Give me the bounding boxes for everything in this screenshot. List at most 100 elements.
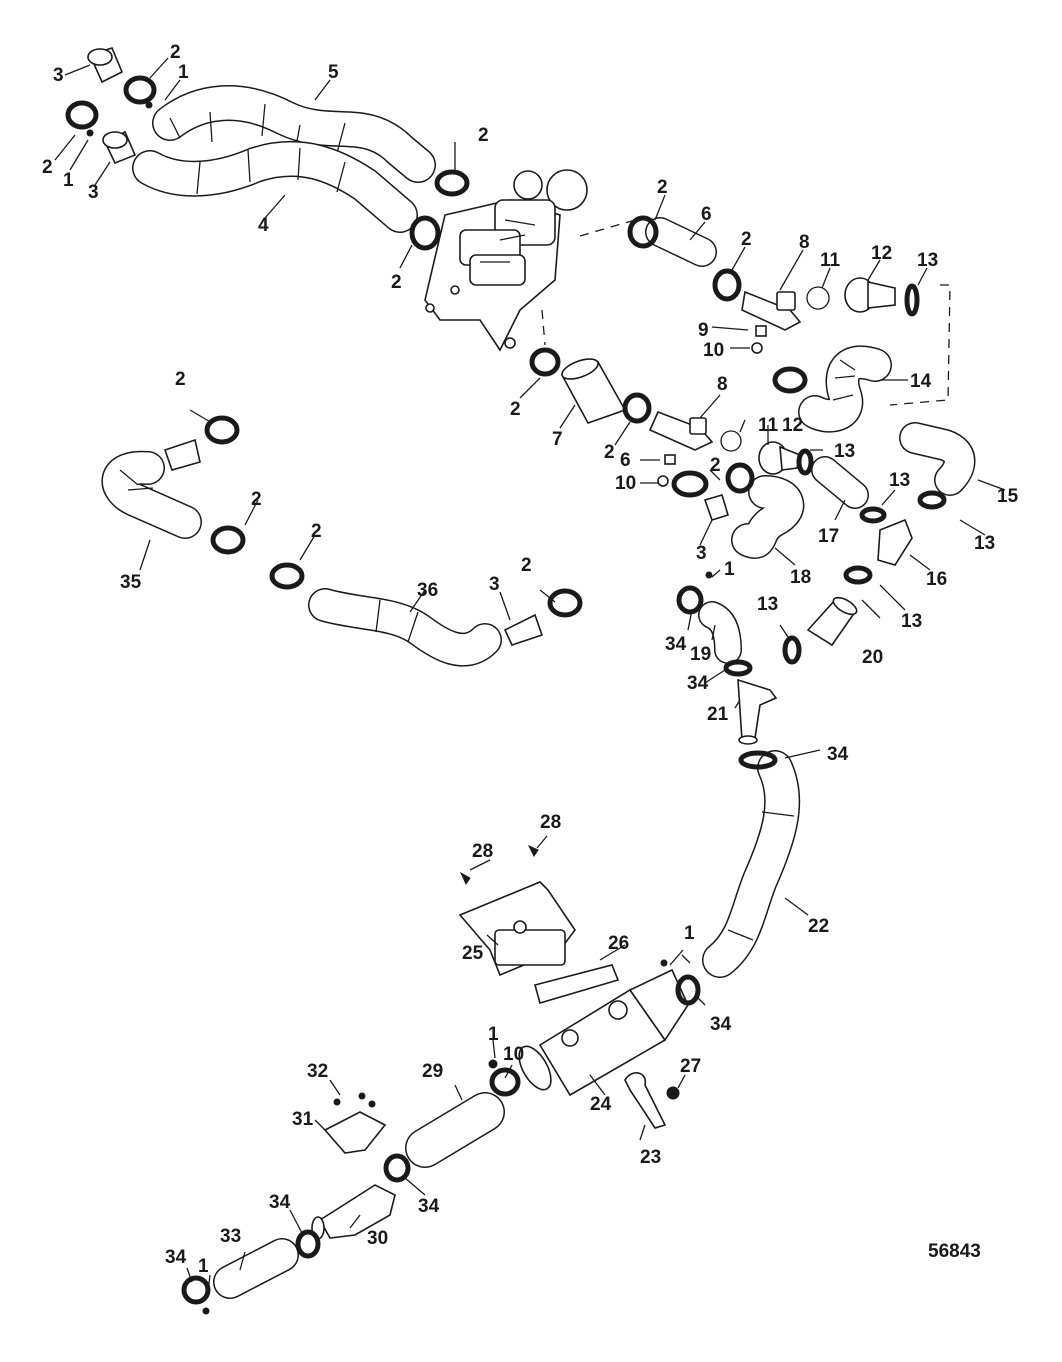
elbow-12-upper (844, 277, 896, 313)
callout-8: 8 (799, 232, 810, 253)
bracket-25 (458, 881, 576, 977)
callout-34: 34 (687, 673, 709, 694)
callout-33: 33 (220, 1226, 241, 1247)
fitting-16 (877, 518, 913, 566)
callout-2: 2 (311, 521, 322, 542)
callout-2: 2 (604, 442, 615, 463)
callout-34: 34 (269, 1192, 291, 1213)
callout-2: 2 (657, 177, 668, 198)
callout-10: 10 (703, 340, 724, 361)
callout-5: 5 (328, 62, 339, 83)
callout-1: 1 (488, 1024, 499, 1045)
hose-14 (798, 345, 892, 433)
callout-2: 2 (391, 272, 402, 293)
callout-27: 27 (680, 1056, 701, 1077)
callout-18: 18 (790, 567, 811, 588)
hose-5 (152, 85, 436, 183)
callout-3: 3 (88, 182, 99, 203)
hose-29 (405, 1092, 505, 1168)
callout-2: 2 (478, 125, 489, 146)
y-fitting-21 (737, 678, 778, 745)
callout-10: 10 (503, 1044, 524, 1065)
hose-6 (645, 217, 717, 267)
callout-2: 2 (521, 555, 532, 576)
callout-24: 24 (590, 1094, 612, 1115)
callout-3: 3 (696, 543, 707, 564)
callout-29: 29 (422, 1061, 443, 1082)
callout-3: 3 (53, 65, 64, 86)
callout-14: 14 (910, 371, 932, 392)
callout-25: 25 (462, 943, 484, 964)
callout-17: 17 (818, 526, 839, 547)
reference-number: 56843 (928, 1241, 981, 1262)
callout-11: 11 (820, 250, 841, 271)
hose-33 (213, 1238, 299, 1299)
callout-11: 11 (758, 415, 779, 436)
hose-36 (308, 588, 502, 667)
callout-1: 1 (724, 559, 735, 580)
t-fitting-8-lower (648, 410, 714, 451)
callout-13: 13 (834, 441, 855, 462)
hose-22 (702, 750, 801, 978)
callout-2: 2 (741, 229, 752, 250)
cooler-31 (323, 1111, 387, 1154)
pad-26 (534, 964, 620, 1004)
callout-30: 30 (367, 1228, 388, 1249)
callout-13: 13 (917, 250, 938, 271)
callout-34: 34 (710, 1014, 732, 1035)
hose-18 (731, 475, 805, 559)
hoses (101, 85, 976, 1299)
callout-15: 15 (997, 486, 1019, 507)
callout-1: 1 (198, 1256, 209, 1277)
callout-9: 9 (698, 320, 709, 341)
callout-2: 2 (710, 455, 721, 476)
callout-10: 10 (615, 473, 636, 494)
callout-26: 26 (608, 933, 629, 954)
callout-28: 28 (540, 812, 561, 833)
callout-22: 22 (808, 916, 829, 937)
callout-4: 4 (258, 215, 269, 236)
callout-7: 7 (552, 429, 563, 450)
callout-35: 35 (120, 572, 142, 593)
hose-4 (132, 140, 418, 233)
callout-2: 2 (251, 489, 262, 510)
callout-13: 13 (889, 470, 910, 491)
callout-34: 34 (665, 634, 687, 655)
hose-35 (101, 450, 202, 539)
callout-13: 13 (757, 594, 778, 615)
callout-20: 20 (862, 647, 883, 668)
callout-2: 2 (510, 399, 521, 420)
callout-13: 13 (974, 533, 995, 554)
callout-34: 34 (165, 1247, 187, 1268)
heat-exchanger-24 (518, 968, 689, 1097)
callout-21: 21 (707, 704, 729, 725)
callout-19: 19 (690, 644, 711, 665)
leader-lines (54, 57, 1006, 1293)
clamps (65, 75, 947, 1315)
callout-labels: 3 2 1 5 2 1 3 4 2 2 2 6 2 8 11 12 13 9 1… (42, 42, 1019, 1277)
hose-17 (811, 456, 869, 509)
elbow-12-lower (758, 441, 801, 475)
callout-2: 2 (175, 369, 186, 390)
callout-36: 36 (417, 580, 438, 601)
valve-assembly (424, 169, 588, 352)
callout-2: 2 (170, 42, 181, 63)
callout-16: 16 (926, 569, 947, 590)
callout-34: 34 (418, 1196, 440, 1217)
hose-15 (899, 422, 976, 496)
coupler-20 (806, 596, 858, 647)
adapters-3 (87, 47, 729, 646)
callout-1: 1 (178, 62, 189, 83)
callout-12: 12 (782, 415, 803, 436)
callout-6: 6 (701, 204, 712, 225)
hose-19 (698, 601, 742, 664)
callout-13: 13 (901, 611, 922, 632)
callout-28: 28 (472, 841, 493, 862)
callout-12: 12 (871, 243, 892, 264)
callout-1: 1 (63, 170, 74, 191)
t-fitting-8-upper (741, 290, 802, 331)
callout-6: 6 (620, 450, 631, 471)
strap-23 (624, 1072, 667, 1129)
callout-32: 32 (307, 1061, 328, 1082)
